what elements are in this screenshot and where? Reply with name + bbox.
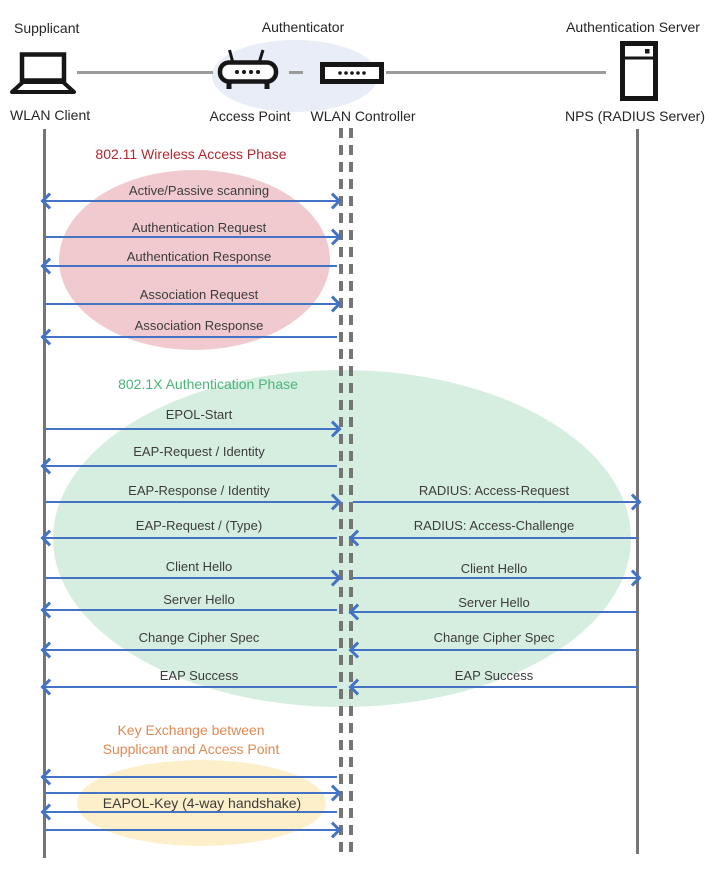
- arrow-association-response: [45, 336, 337, 338]
- lifeline-nps-server: [636, 129, 639, 854]
- arrow-eapol-key-3: [45, 811, 337, 813]
- connector-client-to-ap: [77, 71, 213, 74]
- wlan-controller-icon: [320, 62, 384, 84]
- message-label-change-cipher-spec-right: Change Cipher Spec: [433, 630, 555, 645]
- message-label-eap-success-left: EAP Success: [159, 668, 239, 683]
- message-label-scanning: Active/Passive scanning: [128, 183, 270, 198]
- message-label-authentication-response: Authentication Response: [126, 249, 272, 264]
- arrow-eap-success-right: [353, 686, 637, 688]
- message-label-eap-success-right: EAP Success: [454, 668, 534, 683]
- message-label-server-hello-left: Server Hello: [163, 592, 235, 607]
- message-label-change-cipher-spec-left: Change Cipher Spec: [138, 630, 260, 645]
- arrow-client-hello-left: [45, 577, 337, 579]
- arrow-scanning: [45, 200, 337, 202]
- phase-ellipse-key-exchange: [77, 760, 326, 846]
- arrow-eap-request-type: [45, 537, 337, 539]
- message-label-association-response: Association Response: [134, 318, 264, 333]
- phase-title-key-exchange-line2: Supplicant and Access Point: [102, 741, 280, 757]
- access-point-icon: [217, 49, 279, 91]
- arrow-radius-access-challenge: [353, 537, 637, 539]
- arrow-server-hello-right: [353, 611, 637, 613]
- lifeline-wlan-client: [43, 129, 46, 858]
- arrow-authentication-response: [45, 265, 337, 267]
- message-label-client-hello-left: Client Hello: [165, 559, 233, 574]
- arrow-change-cipher-spec-left: [45, 649, 337, 651]
- phase-title-80211: 802.11 Wireless Access Phase: [95, 146, 287, 162]
- message-label-radius-access-challenge: RADIUS: Access-Challenge: [413, 518, 575, 533]
- device-label-access-point: Access Point: [209, 108, 291, 124]
- arrow-eap-success-left: [45, 686, 337, 688]
- arrow-radius-access-request: [353, 501, 637, 503]
- lifeline-dashed-left: [339, 128, 343, 854]
- device-label-wlan-controller: WLAN Controller: [310, 108, 416, 124]
- message-label-authentication-request: Authentication Request: [131, 220, 267, 235]
- connector-ap-to-controller: [289, 71, 303, 74]
- message-label-association-request: Association Request: [139, 287, 259, 302]
- device-label-nps-radius-server: NPS (RADIUS Server): [564, 108, 706, 124]
- laptop-icon: [9, 52, 77, 96]
- arrow-eap-request-identity: [45, 465, 337, 467]
- arrow-server-hello-left: [45, 609, 337, 611]
- phase-title-key-exchange-line1: Key Exchange between: [117, 722, 265, 738]
- message-label-eap-response-identity: EAP-Response / Identity: [128, 483, 270, 498]
- server-icon: [620, 41, 658, 101]
- arrow-client-hello-right: [353, 577, 637, 579]
- actor-title-authenticator: Authenticator: [261, 19, 345, 35]
- message-label-eap-request-type: EAP-Request / (Type): [135, 518, 263, 533]
- arrow-change-cipher-spec-right: [353, 649, 637, 651]
- message-label-radius-access-request: RADIUS: Access-Request: [418, 483, 570, 498]
- arrow-authentication-request: [45, 236, 337, 238]
- lifeline-dashed-right: [349, 128, 353, 854]
- actor-title-supplicant: Supplicant: [14, 20, 80, 36]
- arrow-epol-start: [45, 428, 337, 430]
- device-label-wlan-client: WLAN Client: [10, 107, 91, 123]
- message-label-client-hello-right: Client Hello: [460, 561, 528, 576]
- phase-title-8021x: 802.1X Authentication Phase: [118, 376, 298, 392]
- actor-title-authentication-server: Authentication Server: [566, 19, 700, 35]
- arrow-eapol-key-4: [45, 829, 337, 831]
- arrow-eapol-key-1: [45, 776, 337, 778]
- message-label-epol-start: EPOL-Start: [165, 407, 233, 422]
- arrow-eap-response-identity: [45, 501, 337, 503]
- arrow-association-request: [45, 303, 337, 305]
- connector-controller-to-server: [386, 71, 606, 74]
- message-label-eapol-key: EAPOL-Key (4-way handshake): [102, 795, 302, 811]
- arrow-eapol-key-2: [45, 792, 337, 794]
- message-label-eap-request-identity: EAP-Request / Identity: [133, 444, 265, 459]
- message-label-server-hello-right: Server Hello: [458, 595, 530, 610]
